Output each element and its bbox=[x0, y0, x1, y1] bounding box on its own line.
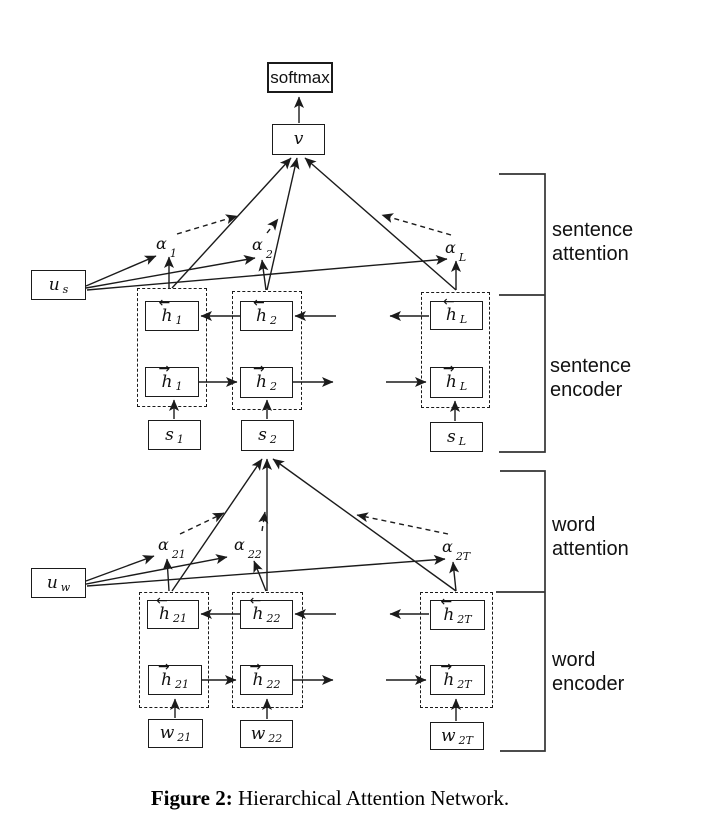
word-attention-arrows bbox=[85, 458, 460, 592]
sentence-encoder-arrows bbox=[169, 311, 460, 421]
alpha-2-label: α2 bbox=[252, 235, 273, 262]
left-arrow-icon: ← bbox=[158, 294, 171, 311]
word-bracket bbox=[496, 470, 546, 752]
right-arrow-icon: → bbox=[440, 658, 453, 675]
figure-caption-text: Hierarchical Attention Network. bbox=[237, 786, 510, 810]
alpha-22-label: α22 bbox=[234, 535, 262, 562]
label-line: word bbox=[552, 514, 596, 536]
sentence-attention-arrows bbox=[85, 96, 461, 291]
label-line: sentence bbox=[552, 219, 634, 241]
label-sentence-attention: sentence attention bbox=[552, 218, 633, 266]
left-arrow-icon: ← bbox=[249, 593, 262, 609]
label-line: attention bbox=[552, 243, 629, 265]
v-label: v bbox=[293, 129, 304, 149]
sentence-vector-v-box: v bbox=[272, 124, 325, 155]
alpha-2T-label: α2T bbox=[442, 537, 471, 564]
label-word-encoder: word encoder bbox=[552, 648, 624, 696]
label-line: attention bbox=[552, 538, 629, 560]
word-encoder-arrows bbox=[170, 609, 461, 721]
label-line: sentence bbox=[550, 355, 632, 377]
left-arrow-icon: ← bbox=[253, 294, 265, 311]
right-arrow-icon: → bbox=[253, 361, 265, 377]
left-arrow-icon: ← bbox=[440, 593, 453, 610]
right-arrow-icon: → bbox=[442, 361, 455, 377]
left-arrow-icon: ← bbox=[156, 593, 168, 609]
alpha-L-label: αL bbox=[445, 238, 467, 265]
softmax-label: softmax bbox=[270, 67, 330, 87]
sentence-bracket bbox=[499, 173, 546, 453]
left-arrow-icon: ← bbox=[442, 294, 455, 310]
label-word-attention: word attention bbox=[552, 513, 629, 561]
right-arrow-icon: → bbox=[158, 360, 171, 377]
figure-caption: Figure 2: Hierarchical Attention Network… bbox=[90, 786, 570, 811]
softmax-box: softmax bbox=[267, 62, 333, 93]
label-line: encoder bbox=[552, 673, 625, 695]
right-arrow-icon: → bbox=[158, 658, 170, 675]
right-arrow-icon: → bbox=[249, 658, 262, 675]
alpha-21-label: α21 bbox=[158, 535, 186, 562]
figure-caption-number: Figure 2: bbox=[150, 786, 233, 810]
label-line: word bbox=[552, 649, 596, 671]
label-line: encoder bbox=[550, 379, 623, 401]
label-sentence-encoder: sentence encoder bbox=[550, 354, 631, 402]
alpha-1-label: α1 bbox=[156, 234, 177, 261]
